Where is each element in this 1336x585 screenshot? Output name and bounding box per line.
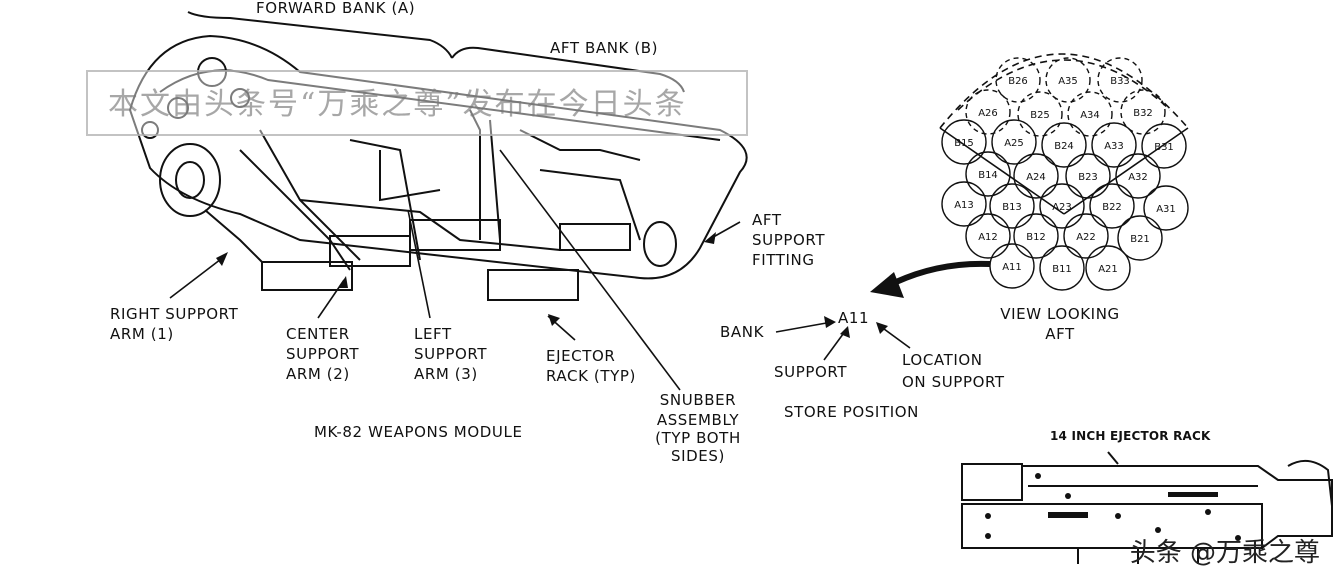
store-circle: [965, 89, 1011, 135]
store-circle-label: A24: [1026, 172, 1046, 183]
aft-bank-label: AFT BANK (B): [550, 39, 659, 57]
watermark-corner: 头条 @万乘之尊: [1129, 538, 1320, 568]
store-circle: [941, 119, 987, 165]
store-circle-label: B31: [1154, 142, 1174, 153]
store-position-caption: STORE POSITION: [784, 403, 919, 421]
store-circle: [1017, 91, 1063, 137]
store-circle-label: B23: [1078, 172, 1098, 183]
store-circle: [1067, 91, 1113, 137]
aft-support-fitting-label-2: SUPPORT: [752, 231, 826, 249]
store-circle-label: A21: [1098, 264, 1118, 275]
left-support-arm-label-2: SUPPORT: [414, 345, 488, 363]
store-circle: [989, 243, 1035, 289]
forward-bank-label: FORWARD BANK (A): [256, 0, 416, 17]
store-circle: [1041, 122, 1087, 168]
left-support-arm-label-3: ARM (3): [414, 365, 478, 383]
store-circle: [1039, 183, 1085, 229]
left-support-arm-label-1: LEFT: [414, 325, 452, 343]
forward-bank-bracket: [187, 11, 453, 59]
store-circle: [995, 57, 1041, 103]
store-circle: [1117, 215, 1163, 261]
store-circle-label: B11: [1052, 264, 1072, 275]
store-circle: [1013, 153, 1059, 199]
store-circle-label: A23: [1052, 202, 1072, 213]
store-circle-label: B26: [1008, 76, 1028, 87]
store-circle-label: B33: [1110, 76, 1130, 87]
store-circle: [1120, 89, 1166, 135]
right-support-arm-label-2: ARM (1): [110, 325, 174, 343]
store-circle: [1141, 123, 1187, 169]
store-circle-label: A13: [954, 200, 974, 211]
aft-support-fitting-shape: [643, 221, 677, 267]
support-label: SUPPORT: [774, 363, 848, 381]
store-circle: [1045, 57, 1091, 103]
store-circle-label: B25: [1030, 110, 1050, 121]
store-circle-label: A11: [1002, 262, 1022, 273]
store-circle: [989, 183, 1035, 229]
store-circle: [941, 181, 987, 227]
location-label-2: ON SUPPORT: [902, 373, 1005, 391]
snubber-label-3: (TYP BOTH: [655, 429, 741, 447]
bank-label: BANK: [720, 323, 765, 341]
store-circle-label: A34: [1080, 110, 1100, 121]
ejector-rack-label-2: RACK (TYP): [546, 367, 636, 385]
store-circle: [1085, 245, 1131, 291]
right-support-arm-label-1: RIGHT SUPPORT: [110, 305, 239, 323]
store-circle: [965, 213, 1011, 259]
center-support-arm-label-1: CENTER: [286, 325, 350, 343]
ejector-rack-inset-drawing: [961, 451, 1333, 564]
weapons-module-title: MK-82 WEAPONS MODULE: [314, 423, 523, 441]
snubber-label-2: ASSEMBLY: [656, 411, 740, 429]
watermark-banner: 本文由头条号“万乘之尊”发布在今日头条: [86, 70, 748, 136]
aft-bank-bracket: [451, 46, 685, 93]
store-circle: [1091, 122, 1137, 168]
store-circle-label: B12: [1026, 232, 1046, 243]
view-looking-aft-caption-1: VIEW LOOKING: [1000, 305, 1120, 323]
store-example-label: A11: [838, 309, 870, 327]
center-support-arm-label-2: SUPPORT: [286, 345, 360, 363]
store-circle: [991, 119, 1037, 165]
store-circle: [1115, 153, 1161, 199]
store-circle-label: A22: [1076, 232, 1096, 243]
store-circle-label: A25: [1004, 138, 1024, 149]
store-circle: [1143, 185, 1189, 231]
store-circle: [1097, 57, 1143, 103]
store-circle-label: A35: [1058, 76, 1078, 87]
store-circle: [1089, 183, 1135, 229]
store-circle-label: B21: [1130, 234, 1150, 245]
store-circle-label: B24: [1054, 141, 1074, 152]
store-circle: [1063, 213, 1109, 259]
store-circle-label: B32: [1133, 108, 1153, 119]
store-circle: [1013, 213, 1059, 259]
store-circle-label: B15: [954, 138, 974, 149]
aft-support-fitting-label-1: AFT: [752, 211, 782, 229]
store-circle: [1039, 245, 1085, 291]
ejector-rack-label-1: EJECTOR: [546, 347, 616, 365]
view-looking-aft-caption-2: AFT: [1045, 325, 1075, 343]
snubber-label-1: SNUBBER: [659, 391, 737, 409]
store-circle: [1065, 153, 1111, 199]
forward-fitting: [159, 143, 221, 217]
ejector-rack-inset-title: 14 INCH EJECTOR RACK: [1050, 429, 1211, 443]
store-circle-label: A12: [978, 232, 998, 243]
store-circle-label: A26: [978, 108, 998, 119]
module-shell: [128, 34, 748, 280]
store-circle-label: A33: [1104, 141, 1124, 152]
store-circle-label: B22: [1102, 202, 1122, 213]
store-circle-label: B13: [1002, 202, 1022, 213]
store-circle-label: A32: [1128, 172, 1148, 183]
center-support-arm-label-3: ARM (2): [286, 365, 350, 383]
aft-support-fitting-label-3: FITTING: [752, 251, 815, 269]
store-circle-label: A31: [1156, 204, 1176, 215]
store-circle-label: B14: [978, 170, 998, 181]
store-circle: [965, 151, 1011, 197]
location-label-1: LOCATION: [902, 351, 983, 369]
snubber-label-4: SIDES): [671, 447, 725, 465]
